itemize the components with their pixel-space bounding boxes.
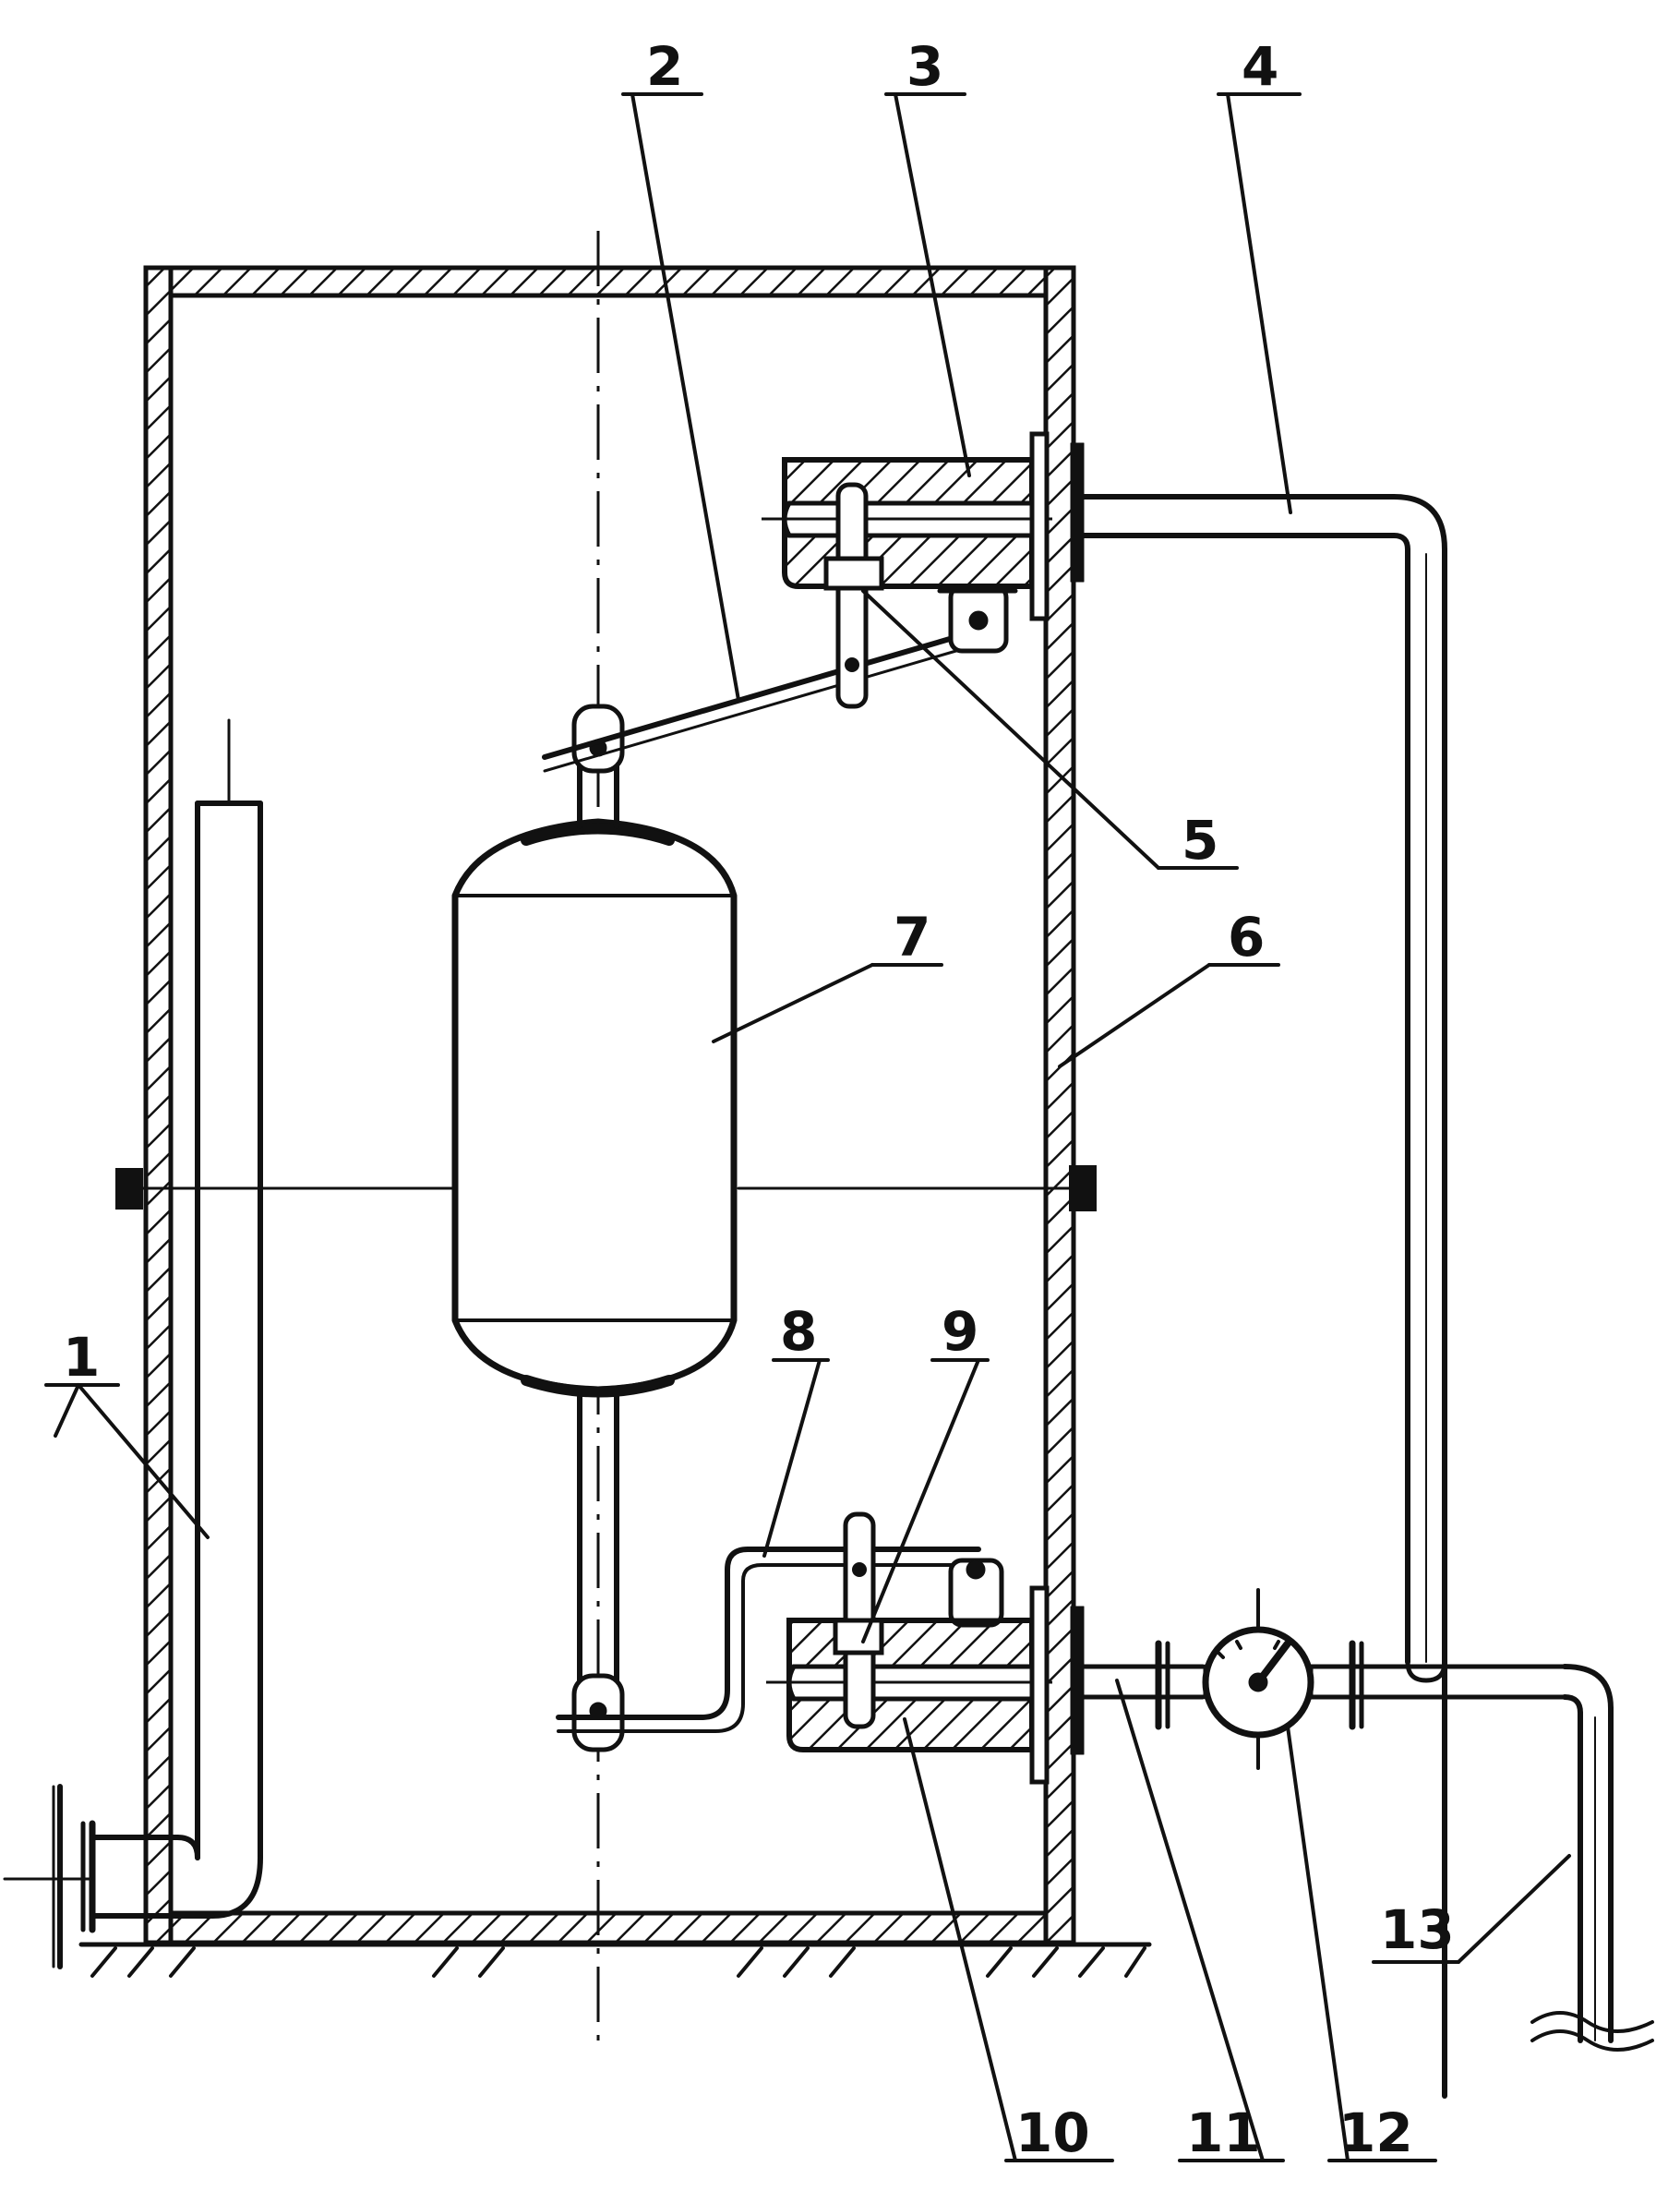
inlet-pipe-1 [3, 718, 263, 1969]
drain-pipe-13 [1308, 1640, 1654, 2052]
valve-stem-5 [823, 482, 884, 709]
upper-lever-2 [542, 625, 990, 773]
lower-valve-10 [766, 1511, 1052, 1785]
lower-lever-8 [556, 1547, 981, 1733]
ground [78, 1942, 1152, 1978]
outlet-line-11 [1070, 1606, 1206, 1755]
label-3: 3 [906, 35, 943, 98]
right-wall-6 [1043, 265, 1076, 1945]
bottom-wall [148, 1910, 1076, 1945]
leader-lines [44, 92, 1571, 2162]
label-10: 10 [1015, 2101, 1090, 2164]
pressure-gauge-12 [1202, 1588, 1314, 1770]
label-6: 6 [1228, 906, 1265, 969]
left-wall [143, 265, 174, 1945]
label-13: 13 [1380, 1898, 1455, 1961]
lower-bracket [930, 1558, 1018, 1628]
outlet-pipe-4 [1070, 442, 1447, 2099]
part-labels: 1 2 3 4 5 6 7 8 9 10 11 12 13 [63, 35, 1455, 2164]
label-7: 7 [894, 906, 930, 969]
float-7 [451, 704, 738, 1752]
center-guide-line [115, 1165, 1097, 1211]
label-5: 5 [1182, 809, 1218, 872]
label-9: 9 [942, 1300, 978, 1363]
housing [143, 265, 1076, 1945]
label-12: 12 [1338, 2101, 1413, 2164]
label-4: 4 [1242, 35, 1278, 98]
label-8: 8 [780, 1300, 817, 1363]
label-2: 2 [646, 35, 683, 98]
label-1: 1 [63, 1326, 100, 1389]
upper-valve-3 [762, 431, 1052, 709]
label-11: 11 [1186, 2101, 1261, 2164]
lever-bracket [937, 584, 1018, 654]
